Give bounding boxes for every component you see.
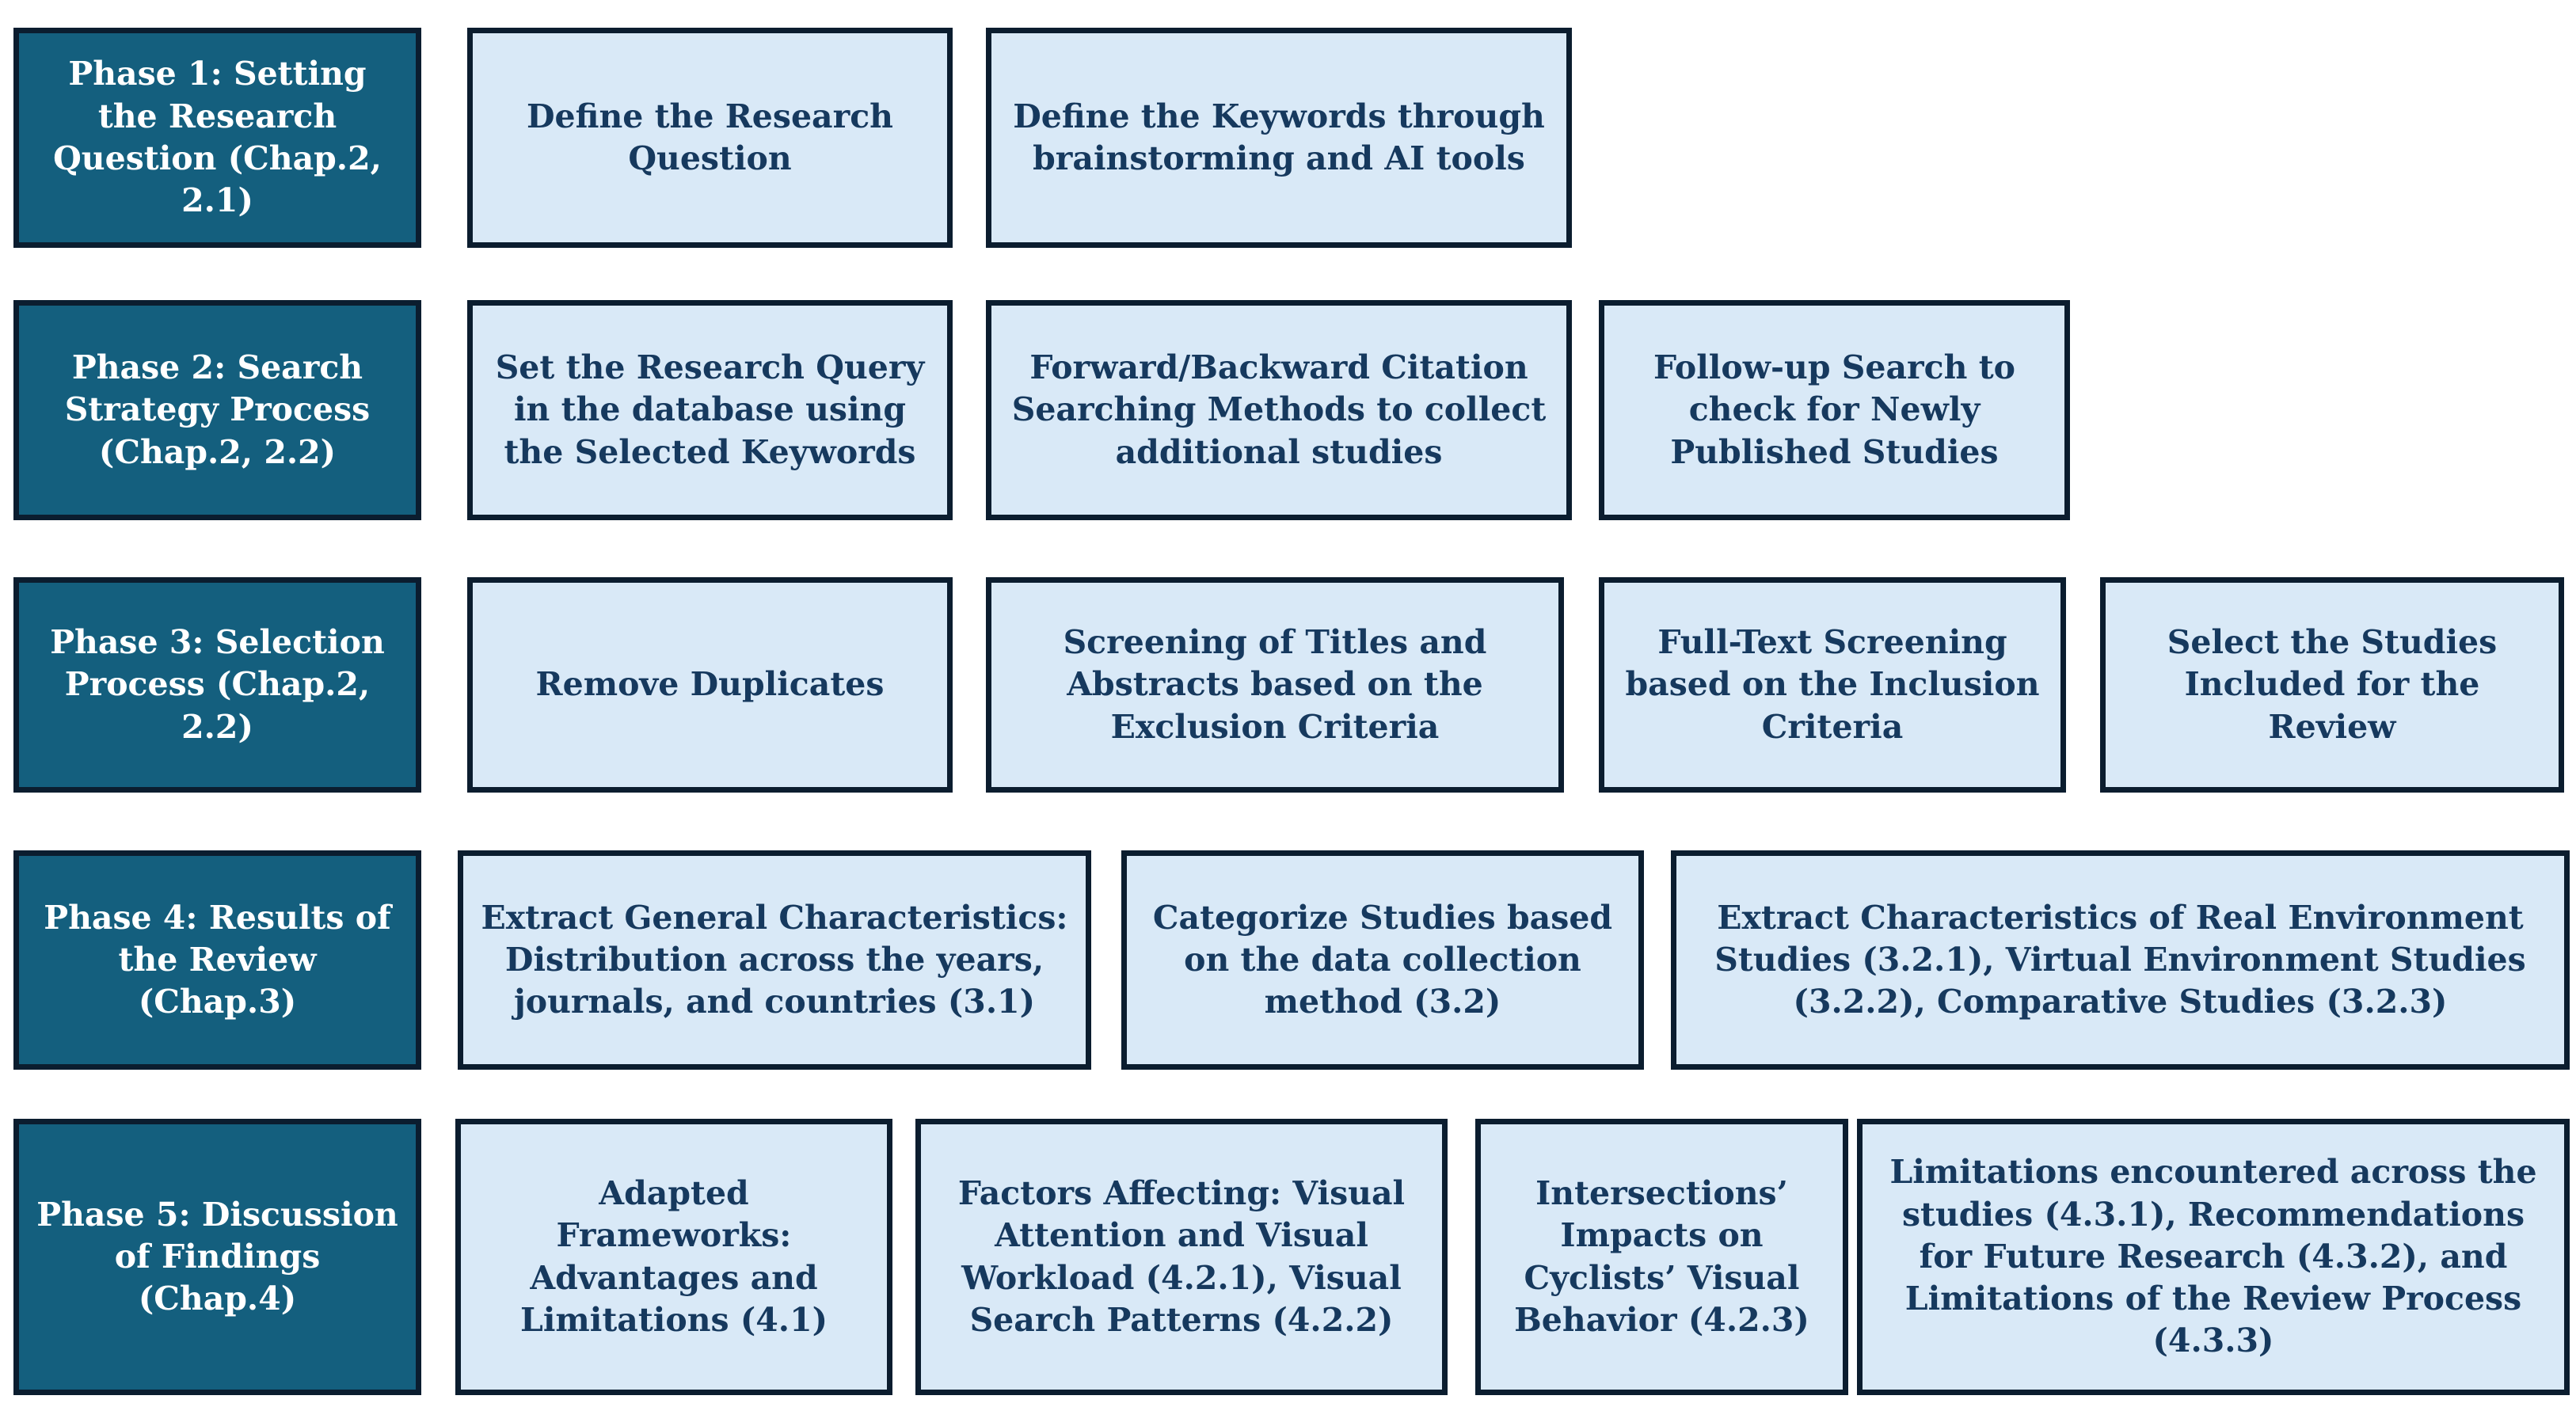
phase-3-step-box-2: Screening of Titles and Abstracts based … (986, 577, 1564, 793)
phase-4-step-box-1: Extract General Characteristics: Distrib… (458, 850, 1091, 1070)
phase-5-step-box-2: Factors Affecting: Visual Attention and … (915, 1119, 1448, 1395)
phase-3-step-box-3: Full-Text Screening based on the Inclusi… (1599, 577, 2066, 793)
phase-5-box: Phase 5: Discussion of Findings (Chap.4) (13, 1119, 421, 1395)
phase-2-step-box-1: Set the Research Query in the database u… (467, 300, 953, 520)
phase-2-step-box-3: Follow-up Search to check for Newly Publ… (1599, 300, 2070, 520)
phase-4-step-box-2: Categorize Studies based on the data col… (1121, 850, 1644, 1070)
phase-1-step-box-2: Define the Keywords through brainstormin… (986, 28, 1572, 248)
phase-3-step-box-4: Select the Studies Included for the Revi… (2100, 577, 2564, 793)
phase-1-box: Phase 1: Setting the Research Question (… (13, 28, 421, 248)
phase-3-box: Phase 3: Selection Process (Chap.2, 2.2) (13, 577, 421, 793)
phase-4-box: Phase 4: Results of the Review (Chap.3) (13, 850, 421, 1070)
phase-4-step-box-3: Extract Characteristics of Real Environm… (1671, 850, 2570, 1070)
phase-5-step-box-4: Limitations encountered across the studi… (1857, 1119, 2570, 1395)
phase-5-step-box-3: Intersections’ Impacts on Cyclists’ Visu… (1475, 1119, 1848, 1395)
phase-3-step-box-1: Remove Duplicates (467, 577, 953, 793)
phase-2-step-box-2: Forward/Backward Citation Searching Meth… (986, 300, 1572, 520)
phase-1-step-box-1: Define the Research Question (467, 28, 953, 248)
phase-5-step-box-1: Adapted Frameworks: Advantages and Limit… (455, 1119, 892, 1395)
phase-2-box: Phase 2: Search Strategy Process (Chap.2… (13, 300, 421, 520)
